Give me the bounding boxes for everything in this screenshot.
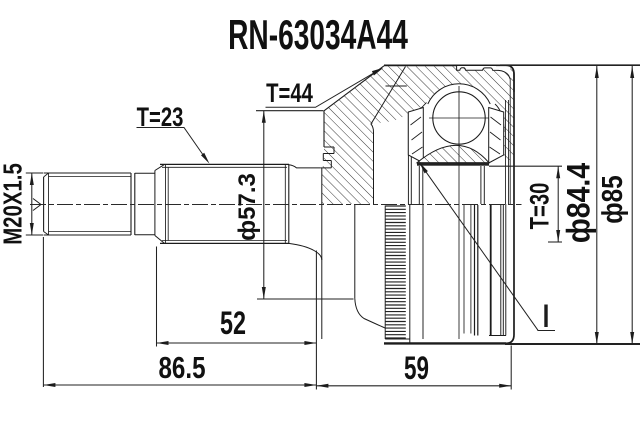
svg-text:RN-63034A44: RN-63034A44 bbox=[228, 11, 408, 58]
svg-text:ф85: ф85 bbox=[596, 175, 628, 223]
svg-text:T=44: T=44 bbox=[266, 78, 313, 109]
svg-text:86.5: 86.5 bbox=[158, 350, 205, 385]
svg-text:59: 59 bbox=[404, 350, 429, 386]
svg-text:M20X1.5: M20X1.5 bbox=[0, 163, 27, 245]
svg-text:T=23: T=23 bbox=[137, 102, 184, 133]
svg-text:ф84.4: ф84.4 bbox=[562, 163, 597, 243]
svg-text:52: 52 bbox=[220, 305, 246, 340]
svg-text:ф57.3: ф57.3 bbox=[234, 173, 261, 241]
svg-text:T=30: T=30 bbox=[525, 183, 556, 230]
